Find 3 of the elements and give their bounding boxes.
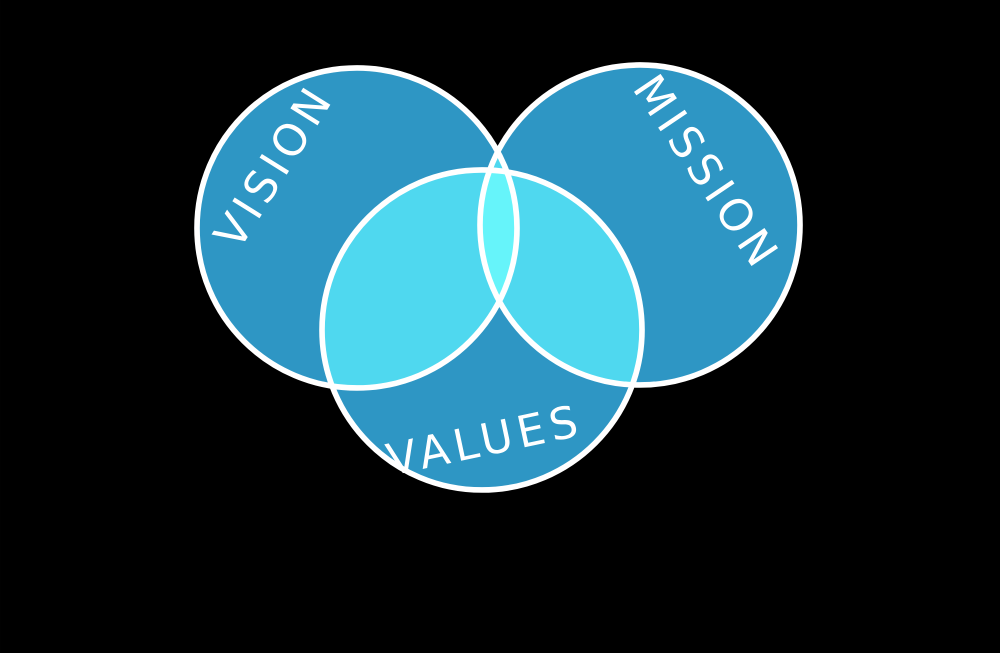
circle-label: VALUES <box>384 406 576 474</box>
venn-circle <box>194 65 520 391</box>
venn-circle <box>477 62 803 388</box>
